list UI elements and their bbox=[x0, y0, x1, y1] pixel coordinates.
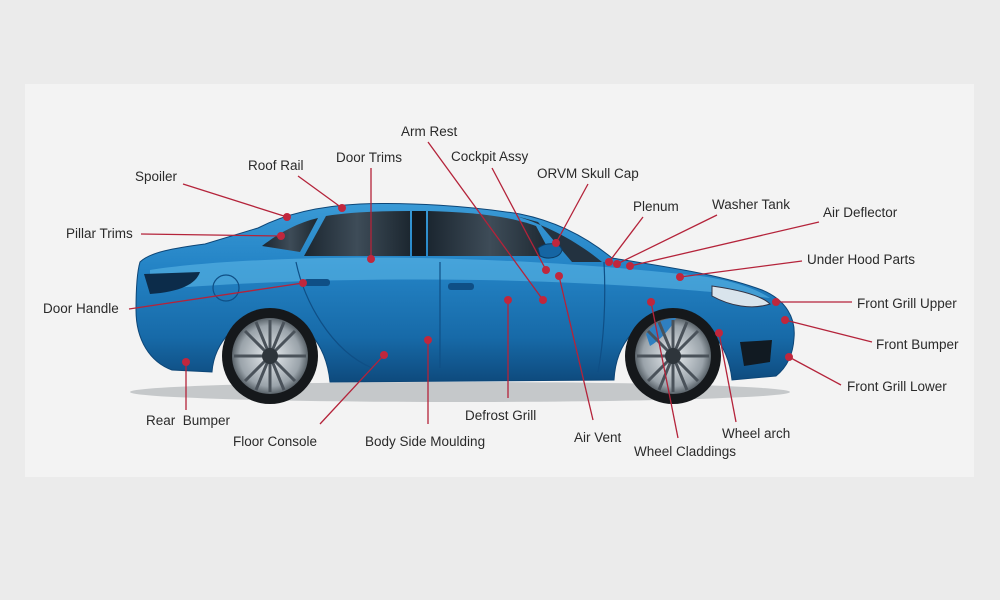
b-pillar bbox=[412, 211, 426, 256]
callout-dot-rear-bumper bbox=[182, 358, 190, 366]
callout-label-air-vent: Air Vent bbox=[574, 430, 622, 445]
callout-dot-wheel-claddings bbox=[647, 298, 655, 306]
leader-line-door-handle bbox=[128, 282, 304, 310]
leader-line-air-vent bbox=[558, 275, 594, 421]
callout-dot-defrost-grill bbox=[504, 296, 512, 304]
callout-dot-pillar-trims bbox=[277, 232, 285, 240]
callout-dot-door-handle bbox=[299, 279, 307, 287]
callout-label-door-trims: Door Trims bbox=[336, 150, 402, 165]
callout-label-pillar-trims: Pillar Trims bbox=[66, 226, 133, 241]
callout-dot-front-grill-lower bbox=[785, 353, 793, 361]
leader-line-orvm-skull-cap bbox=[555, 183, 589, 244]
leader-line-cockpit-assy bbox=[491, 167, 547, 271]
leader-line-spoiler bbox=[182, 183, 288, 218]
leader-line-plenum bbox=[608, 216, 644, 263]
callout-label-floor-console: Floor Console bbox=[233, 434, 317, 449]
callout-label-front-bumper: Front Bumper bbox=[876, 337, 959, 352]
callout-label-plenum: Plenum bbox=[633, 199, 679, 214]
leader-line-wheel-claddings bbox=[650, 301, 679, 439]
callout-dot-air-deflector bbox=[626, 262, 634, 270]
rear-wheel bbox=[222, 308, 318, 404]
callout-dot-under-hood-parts bbox=[676, 273, 684, 281]
callout-labels: Spoiler Roof Rail Door Trims Arm RestCockpi… bbox=[43, 124, 959, 459]
callout-dot-washer-tank bbox=[613, 260, 621, 268]
leader-line-floor-console bbox=[319, 354, 385, 425]
front-door-handle bbox=[448, 283, 474, 290]
callout-dot-floor-console bbox=[380, 351, 388, 359]
callout-dot-orvm-skull-cap bbox=[552, 239, 560, 247]
callout-label-front-grill-upper: Front Grill Upper bbox=[857, 296, 957, 311]
leader-line-wheel-arch bbox=[718, 332, 737, 423]
door-lines bbox=[295, 261, 606, 373]
callout-label-air-deflector: Air Deflector bbox=[823, 205, 898, 220]
callout-dots bbox=[182, 204, 793, 366]
car-highlight bbox=[150, 257, 770, 298]
front-wheel bbox=[625, 308, 721, 404]
leader-line-arm-rest bbox=[427, 141, 544, 301]
callout-label-front-grill-lower: Front Grill Lower bbox=[847, 379, 947, 394]
leader-line-air-deflector bbox=[629, 221, 820, 267]
headlight bbox=[711, 285, 771, 308]
callout-dot-cockpit-assy bbox=[542, 266, 550, 274]
callout-dot-front-grill-upper bbox=[772, 298, 780, 306]
callout-label-wheel-claddings: Wheel Claddings bbox=[634, 444, 736, 459]
car bbox=[135, 202, 795, 404]
leader-line-roof-rail bbox=[297, 175, 343, 209]
callout-label-cockpit-assy: Cockpit Assy bbox=[451, 149, 529, 164]
rear-door-handle bbox=[304, 279, 330, 286]
rear-door-window bbox=[304, 211, 410, 256]
callout-label-under-hood-parts: Under Hood Parts bbox=[807, 252, 915, 267]
tail-light bbox=[144, 272, 200, 294]
front-lower-grille bbox=[740, 340, 772, 366]
callout-dot-plenum bbox=[605, 258, 613, 266]
leader-line-front-bumper bbox=[784, 319, 873, 343]
callout-dot-wheel-arch bbox=[715, 329, 723, 337]
leader-line-under-hood-parts bbox=[679, 260, 803, 278]
callout-label-defrost-grill: Defrost Grill bbox=[465, 408, 536, 423]
callout-dot-spoiler bbox=[283, 213, 291, 221]
callout-dot-front-bumper bbox=[781, 316, 789, 324]
callout-label-arm-rest: Arm Rest bbox=[401, 124, 458, 139]
callout-dot-door-trims bbox=[367, 255, 375, 263]
callout-label-rear-bumper: Rear Bumper bbox=[146, 413, 231, 428]
callout-dot-arm-rest bbox=[539, 296, 547, 304]
rear-quarter-window bbox=[262, 218, 318, 252]
callout-label-body-side-moulding: Body Side Moulding bbox=[365, 434, 485, 449]
callout-dot-air-vent bbox=[555, 272, 563, 280]
windshield bbox=[516, 216, 602, 262]
leader-line-pillar-trims bbox=[140, 233, 282, 237]
fuel-cap bbox=[212, 274, 240, 302]
callout-label-door-handle: Door Handle bbox=[43, 301, 119, 316]
callout-label-roof-rail: Roof Rail bbox=[248, 158, 304, 173]
callout-label-spoiler: Spoiler bbox=[135, 169, 178, 184]
leader-line-washer-tank bbox=[616, 214, 718, 265]
callout-dot-roof-rail bbox=[338, 204, 346, 212]
callout-label-washer-tank: Washer Tank bbox=[712, 197, 790, 212]
callout-leaders bbox=[128, 141, 873, 439]
leader-line-front-grill-lower bbox=[788, 356, 842, 386]
callout-label-wheel-arch: Wheel arch bbox=[722, 426, 790, 441]
callout-dot-body-side-moulding bbox=[424, 336, 432, 344]
side-mirror bbox=[537, 243, 563, 259]
callout-label-orvm-skull-cap: ORVM Skull Cap bbox=[537, 166, 639, 181]
